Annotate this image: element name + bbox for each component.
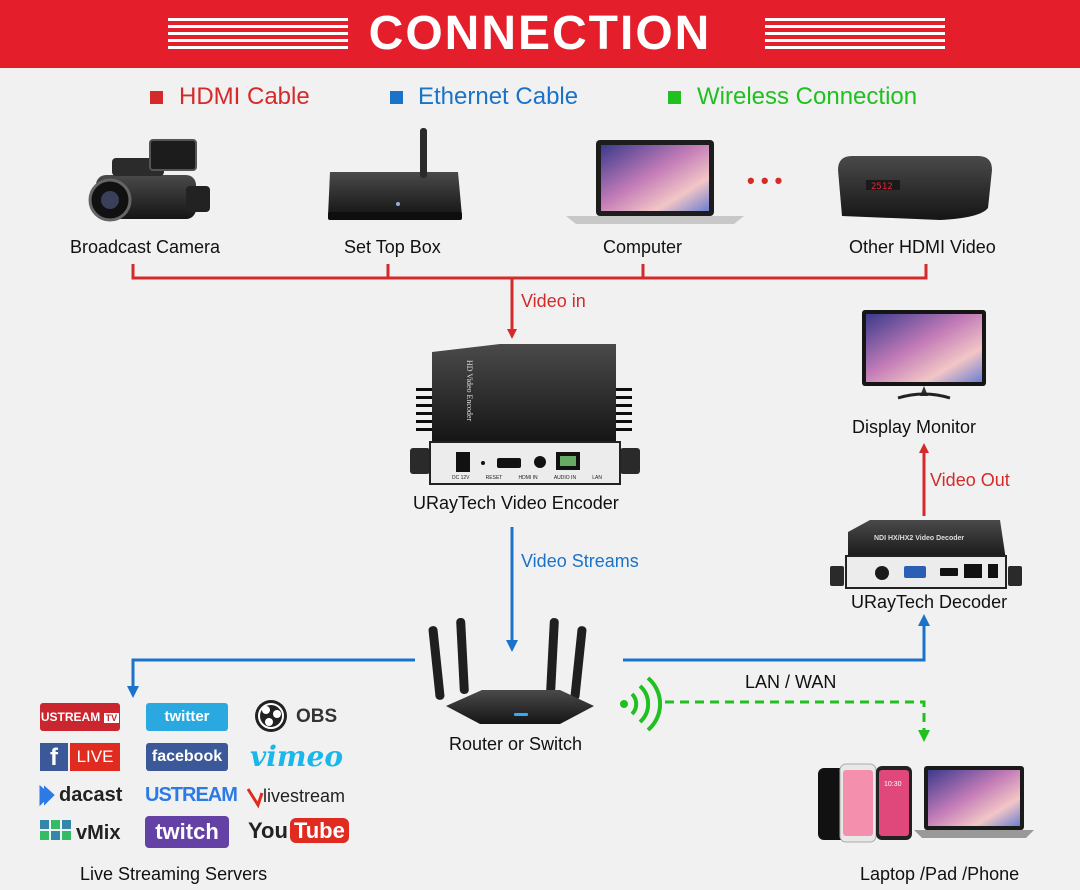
video-encoder-image <box>410 344 640 485</box>
dacast-logo-mark <box>39 784 55 807</box>
hdmi-bus <box>131 264 929 516</box>
port-audio-label: AUDIO IN <box>553 475 577 481</box>
svg-text:2512: 2512 <box>871 182 893 192</box>
youtube-you-text: You <box>248 818 288 843</box>
vimeo-logo: vimeo <box>250 740 344 773</box>
display-monitor-label: Display Monitor <box>852 417 977 437</box>
ustream-tv-text: USTREAM <box>40 710 101 724</box>
vmix-logo: vMix <box>76 822 121 844</box>
banner-stripes-left <box>168 18 348 52</box>
ustream-logo: USTREAM <box>145 784 238 806</box>
obs-logo-text: OBS <box>296 706 338 727</box>
livestream-logo-mark <box>246 788 264 809</box>
port-dc-label: DC 12V <box>452 475 470 481</box>
legend-wireless-swatch <box>668 91 681 104</box>
other-hdmi-video-label: Other HDMI Video <box>849 237 996 257</box>
legend-ethernet-swatch <box>390 91 403 104</box>
computer-laptop-image <box>566 140 744 224</box>
decoder-device-text: NDI HX/HX2 Video Decoder <box>874 535 965 542</box>
router-image <box>428 617 594 724</box>
encoder-device-text: HD Video Encoder <box>465 360 474 422</box>
encoder-port-labels: DC 12V RESET HDMI IN AUDIO IN LAN <box>452 475 602 481</box>
ustream-tv-badge: TV <box>103 713 120 723</box>
banner-stripes-right <box>765 18 945 52</box>
page-title: CONNECTION <box>368 7 712 60</box>
facebook-logo: facebook <box>146 743 228 771</box>
set-top-box-label: Set Top Box <box>344 237 441 257</box>
broadcast-camera-image <box>88 139 210 222</box>
video-out-label: Video Out <box>930 470 1010 490</box>
port-lan-label: LAN <box>592 475 602 481</box>
facebook-live-f: f <box>40 743 68 771</box>
video-streams-label: Video Streams <box>521 551 639 571</box>
video-in-label: Video in <box>521 291 586 311</box>
phone-time-text: 10:30 <box>884 781 902 788</box>
port-hdmi-label: HDMI IN <box>518 475 538 481</box>
legend-ethernet-label: Ethernet Cable <box>418 83 579 110</box>
clients-label: Laptop /Pad /Phone <box>860 864 1020 884</box>
port-reset-label: RESET <box>485 475 503 481</box>
twitter-logo: twitter <box>146 703 228 731</box>
facebook-live-text: LIVE <box>70 743 120 771</box>
dacast-logo: dacast <box>59 784 123 806</box>
lan-wan-label: LAN / WAN <box>745 672 837 692</box>
video-decoder-image <box>830 520 1022 589</box>
livestream-logo: livestream <box>263 786 346 806</box>
other-hdmi-device-image: 2512 <box>838 156 992 220</box>
youtube-tube-text: Tube <box>289 818 349 843</box>
wireless-link <box>620 676 930 742</box>
ustream-tv-logo: USTREAM TV <box>40 703 120 731</box>
vmix-logo-mark <box>40 820 71 840</box>
legend-hdmi-swatch <box>150 91 163 104</box>
legend-hdmi-label: HDMI Cable <box>179 83 310 110</box>
streaming-servers-label: Live Streaming Servers <box>80 864 268 884</box>
encoder-label: URayTech Video Encoder <box>413 493 619 513</box>
display-monitor-image <box>862 310 986 400</box>
ethernet-lines <box>127 527 930 698</box>
decoder-label: URayTech Decoder <box>851 592 1008 612</box>
set-top-box-image <box>328 128 462 220</box>
more-sources-ellipsis: • • • <box>747 168 783 193</box>
router-label: Router or Switch <box>449 734 583 754</box>
client-devices-image <box>818 763 1034 843</box>
twitch-logo: twitch <box>145 816 229 848</box>
obs-logo-mark <box>255 700 287 732</box>
legend-wireless-label: Wireless Connection <box>697 83 918 110</box>
broadcast-camera-label: Broadcast Camera <box>70 237 221 257</box>
computer-label: Computer <box>603 237 683 257</box>
